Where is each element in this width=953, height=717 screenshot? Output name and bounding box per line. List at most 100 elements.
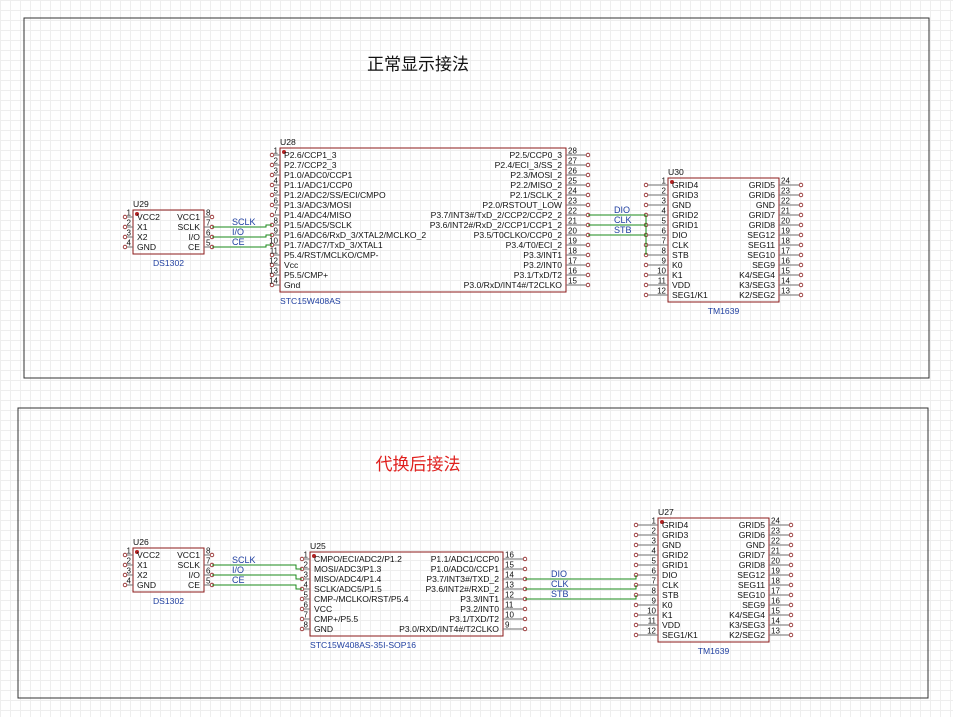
- tm1639-pin-end: [798, 222, 804, 228]
- tm1639-pin-name: GRID6: [739, 530, 765, 540]
- tm1639-pin-end: [633, 632, 639, 638]
- mcu-pin-number: 8: [304, 621, 309, 630]
- net-label: CLK: [614, 215, 632, 225]
- tm1639-ref-designator: U27: [658, 507, 674, 517]
- wire[interactable]: [525, 585, 637, 590]
- tm1639-pin-name: GRID7: [749, 210, 775, 220]
- ds1302-pin-number: 3: [127, 567, 132, 576]
- tm1639-body[interactable]: [667, 177, 780, 303]
- mcu-pin-number: 6: [304, 601, 309, 610]
- tm1639-pin-name: SEG11: [748, 240, 775, 250]
- tm1639-pin-name: SEG12: [737, 570, 765, 580]
- tm1639-pin-end: [643, 262, 649, 268]
- mcu-pin-name: P2.7/CCP2_3: [284, 160, 337, 170]
- ds1302-pin-number: 6: [206, 567, 211, 576]
- wire[interactable]: [212, 234, 272, 238]
- mcu-pin-number: 5: [304, 591, 309, 600]
- mcu-pin-name: P2.2/MISO_2: [510, 180, 562, 190]
- tm1639-pin-number: 10: [647, 607, 656, 616]
- mcu-pin-name: P1.2/ADC2/SS/ECI/CMPO: [284, 190, 386, 200]
- wire[interactable]: [525, 595, 637, 600]
- wire[interactable]: [212, 244, 272, 248]
- mcu-part-name: STC15W408AS: [280, 296, 341, 306]
- tm1639-pin-number: 15: [781, 267, 790, 276]
- mcu-body[interactable]: [279, 147, 567, 293]
- ds1302-pin-number: 2: [127, 219, 132, 228]
- wire[interactable]: [212, 574, 302, 580]
- tm1639-pin-end: [788, 632, 794, 638]
- tm1639-pin-name: GND: [756, 200, 775, 210]
- mcu-pin-name: P3.3/INT1: [523, 250, 562, 260]
- tm1639-pin-name: GRID1: [662, 560, 688, 570]
- mcu-pin-end: [269, 262, 275, 268]
- mcu-pin-name: CMPO/ECI/ADC2/P1.2: [314, 554, 402, 564]
- mcu-pin-name: P1.3/ADC3/MOSI: [284, 200, 351, 210]
- mcu-pin-number: 16: [568, 267, 577, 276]
- mcu-pin-name: GND: [314, 624, 333, 634]
- mcu-pin-end: [585, 172, 591, 178]
- tm1639-pin-number: 12: [647, 627, 656, 636]
- wire[interactable]: [212, 224, 272, 228]
- mcu-pin-number: 21: [568, 217, 577, 226]
- mcu-pin-name: P2.6/CCP1_3: [284, 150, 337, 160]
- tm1639-pin-end: [643, 272, 649, 278]
- mcu-pin-end: [299, 626, 305, 632]
- tm1639-pin-end: [788, 562, 794, 568]
- ds1302-pin-name: VCC2: [137, 212, 160, 222]
- tm1639-pin-name: GRID3: [672, 190, 698, 200]
- mcu-pin-number: 10: [505, 611, 514, 620]
- tm1639-pin-number: 17: [781, 247, 790, 256]
- ds1302-body[interactable]: [132, 209, 205, 255]
- ds1302-pin-name: GND: [137, 580, 156, 590]
- tm1639-pin-end: [788, 542, 794, 548]
- tm1639-pin-name: SEG12: [747, 230, 775, 240]
- tm1639-pin-name: K3/SEG3: [739, 280, 775, 290]
- tm1639-pin-end: [643, 292, 649, 298]
- net-label: DIO: [551, 569, 567, 579]
- ds1302-pin-name: CE: [188, 242, 200, 252]
- mcu-pin-name: P1.1/ADC1/CCP0: [284, 180, 353, 190]
- mcu-pin-number: 7: [274, 207, 279, 216]
- tm1639-pin-number: 11: [658, 277, 667, 286]
- wire[interactable]: [525, 575, 637, 580]
- tm1639-pin-end: [633, 602, 639, 608]
- net-label: CE: [232, 237, 245, 247]
- mcu-pin-number: 28: [568, 147, 577, 156]
- mcu-pin-end: [299, 616, 305, 622]
- ds1302-pin-end: [209, 214, 215, 220]
- mcu-pin-number: 14: [269, 277, 278, 286]
- tm1639-pin-number: 16: [781, 257, 790, 266]
- mcu-body[interactable]: [309, 551, 504, 637]
- mcu-pin-end: [522, 626, 528, 632]
- tm1639-pin-end: [798, 252, 804, 258]
- ds1302-pin-number: 1: [127, 547, 132, 556]
- mcu-pin-name: P3.2/INT0: [460, 604, 499, 614]
- mcu-pin-number: 23: [568, 197, 577, 206]
- tm1639-body[interactable]: [657, 517, 770, 643]
- tm1639-pin-number: 3: [662, 197, 667, 206]
- wire[interactable]: [212, 584, 302, 590]
- tm1639-pin-name: GRID4: [672, 180, 698, 190]
- ds1302-body[interactable]: [132, 547, 205, 593]
- tm1639-pin-end: [798, 282, 804, 288]
- tm1639-pin-number: 14: [771, 617, 780, 626]
- ds1302-pin-number: 8: [206, 547, 211, 556]
- ds1302-pin-number: 8: [206, 209, 211, 218]
- mcu-pin-number: 10: [269, 237, 278, 246]
- tm1639-pin-number: 4: [662, 207, 667, 216]
- wire[interactable]: [212, 564, 302, 570]
- wire[interactable]: [588, 234, 647, 255]
- ds1302-pin-end: [122, 224, 128, 230]
- mcu-pin-name: P3.7/INT3#/TxD_2/CCP2/CCP2_2: [431, 210, 563, 220]
- mcu-pin-number: 9: [274, 227, 279, 236]
- mcu-pin-end: [269, 282, 275, 288]
- tm1639-pin-number: 6: [652, 567, 657, 576]
- mcu-pin-number: 20: [568, 227, 577, 236]
